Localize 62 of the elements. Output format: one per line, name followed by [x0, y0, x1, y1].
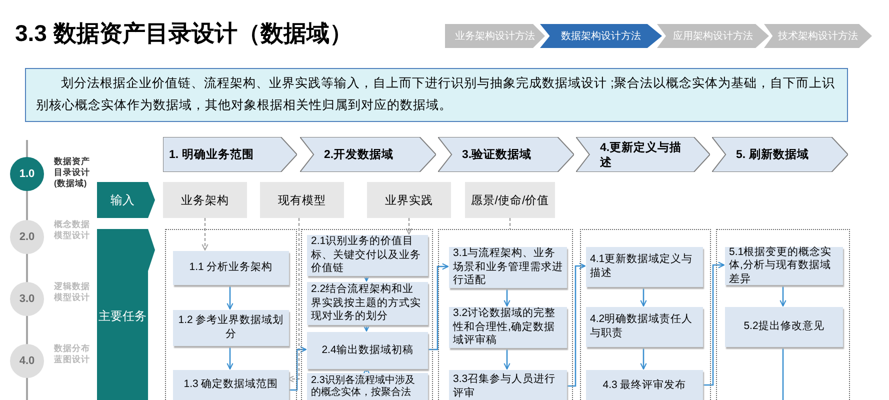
breadcrumb-tab: 业务架构设计方法: [445, 24, 545, 48]
arrow: [226, 345, 234, 370]
breadcrumb-tab: 数据架构设计方法: [540, 24, 662, 48]
phase-header: 2.开发数据域: [300, 137, 436, 172]
task-box: 2.3识别各流程域中涉及的概念实体，按聚合法: [307, 373, 428, 400]
input-box: 愿景/使命/价值: [465, 182, 555, 218]
step-circle: 1.0: [10, 157, 44, 191]
task-box: 2.4输出数据域初稿: [307, 332, 428, 369]
arrow: [202, 218, 208, 251]
input-box: 业界实践: [367, 182, 451, 218]
task-box: 4.1更新数据域定义与描述: [586, 247, 703, 287]
breadcrumb-tab: 应用架构设计方法: [657, 24, 769, 48]
task-group-box: [580, 229, 711, 400]
arrow: [504, 287, 510, 307]
task-box: 2.2结合流程架构和业界实践按主题的方式实现对业务的划分: [307, 282, 428, 325]
arrow: [226, 284, 234, 310]
task-box: 3.3召集参与人员进行评审: [449, 370, 567, 400]
intro-box: 划分法根据企业价值链、流程架构、业界实践等输入，自上而下进行识别与抽象完成数据域设计 ;聚合法以概念实体为基础，自下而上识别核心概念实体作为数据域，其他对象根据相关性归属到对应的数据域。: [25, 68, 848, 122]
task-box: 3.2讨论数据域的完整性和合理性,确定数据域评审稿: [449, 307, 567, 348]
input-box: 业务架构: [163, 182, 247, 218]
task-group-box: [716, 229, 850, 400]
task-box: 2.1识别业务的价值目标、关键交付以及业务价值链: [307, 235, 428, 276]
task-group-box: [301, 229, 433, 400]
phase-header: 3.验证数据域: [438, 137, 574, 172]
task-box: 4.2明确数据域责任人与职责: [586, 307, 703, 347]
step-caption: 逻辑数据模型设计: [54, 281, 91, 304]
task-box: 1.2 参考业界数据域划分: [173, 310, 289, 346]
row-header: 输入: [97, 182, 155, 218]
task-group-box: [165, 229, 297, 400]
arrow: [566, 262, 586, 387]
task-group-box: [438, 229, 573, 400]
task-box: 3.1与流程架构、业务场景和业务管理需求进行适配: [449, 247, 567, 288]
arrow: [780, 284, 786, 307]
arrow: [640, 286, 647, 307]
task-box: 1.1 分析业务架构: [173, 251, 289, 285]
arrow: [363, 274, 370, 282]
page-title: 3.3 数据资产目录设计（数据域）: [15, 19, 352, 48]
step-caption: 概念数据模型设计: [54, 219, 91, 242]
phase-header: 5. 刷新数据域: [712, 137, 848, 172]
arrow: [363, 367, 370, 374]
arrow: [504, 347, 510, 370]
arrow: [427, 263, 449, 350]
arrow: [363, 324, 370, 332]
arrow: [640, 346, 647, 370]
arrow: [406, 218, 412, 235]
task-box: 4.3 最终评审发布: [586, 370, 703, 400]
step-caption: 数据资产目录设计(数据域): [54, 156, 91, 190]
task-box: 5.1根据变更的概念实体,分析与现有数据域差异: [725, 247, 843, 285]
input-box: 现有模型: [260, 182, 344, 218]
step-circle: 3.0: [10, 282, 44, 316]
row-header: 主要任务: [97, 229, 155, 400]
arrow: [702, 262, 725, 386]
phase-header: 1. 明确业务范围: [163, 137, 297, 172]
task-box: 1.3 确定数据域范围: [173, 370, 289, 400]
arrow: [287, 218, 300, 382]
task-box: 5.2提出修改意见: [725, 307, 843, 347]
step-caption: 数据分布蓝图设计: [54, 343, 91, 366]
step-circle: 2.0: [10, 220, 44, 254]
step-circle: 4.0: [10, 344, 44, 378]
breadcrumb-tab: 技术架构设计方法: [764, 24, 872, 48]
arrow: [288, 346, 307, 391]
phase-header: 4.更新定义与描述: [576, 137, 710, 172]
